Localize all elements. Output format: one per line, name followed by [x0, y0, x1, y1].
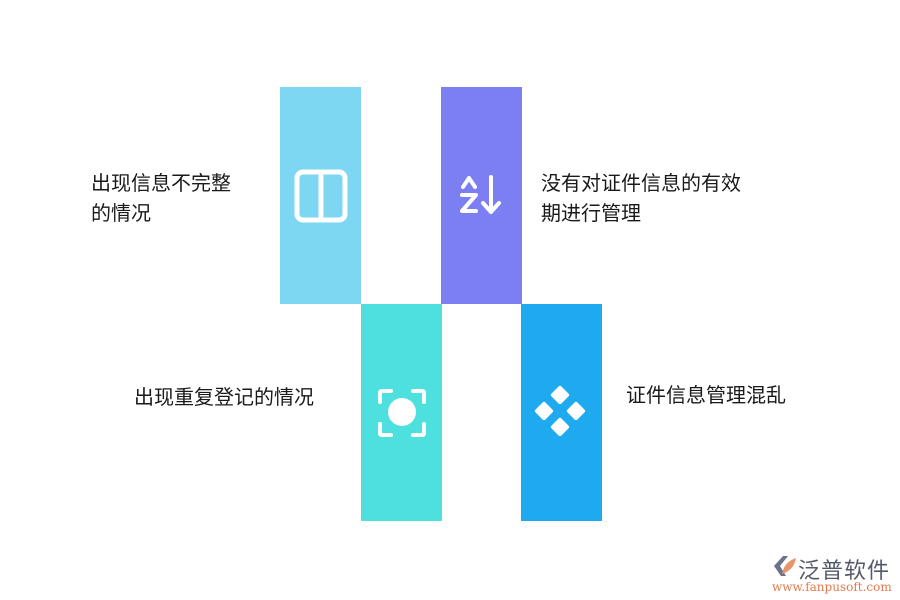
label-line: 出现重复登记的情况 [134, 385, 314, 409]
columns-icon [294, 169, 347, 222]
logo-mark-icon [774, 556, 796, 576]
label-incomplete-info: 出现信息不完整 的情况 [91, 168, 231, 228]
block-sort [441, 87, 522, 304]
label-management-chaos: 证件信息管理混乱 [626, 380, 786, 410]
label-line: 没有对证件信息的有效 [541, 171, 741, 195]
logo-name: 泛普软件 [798, 559, 891, 584]
logo-url: www.fanpusoft.com [772, 580, 892, 594]
label-duplicate-registration: 出现重复登记的情况 [134, 382, 314, 412]
label-line: 的情况 [91, 201, 151, 225]
label-validity-period: 没有对证件信息的有效 期进行管理 [541, 168, 741, 228]
label-line: 出现信息不完整 [91, 171, 231, 195]
label-line: 证件信息管理混乱 [626, 383, 786, 407]
fanpusoft-logo: 泛普软件 www.fanpusoft.com [770, 553, 895, 598]
sort-az-icon [459, 174, 501, 214]
block-columns [280, 87, 361, 304]
label-line: 期进行管理 [541, 201, 641, 225]
focus-icon [377, 388, 426, 437]
diamond-grid-icon [534, 385, 585, 436]
block-focus [361, 304, 442, 521]
block-diamonds [521, 304, 602, 521]
